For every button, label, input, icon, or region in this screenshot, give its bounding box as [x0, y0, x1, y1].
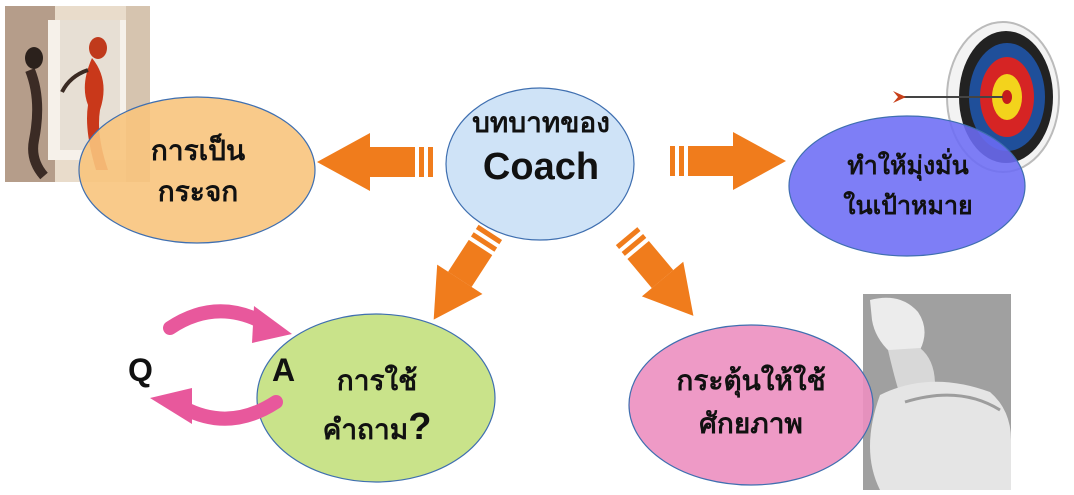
potential-line-2: ศักยภาพ [699, 406, 803, 440]
mirror-line-2: กระจก [157, 174, 239, 208]
potential-bubble [628, 324, 874, 486]
questions-line-2: คำถาม [322, 412, 409, 446]
question-mark: ? [408, 405, 432, 448]
qa-q-letter: Q [128, 352, 153, 388]
potential-line-1: กระตุ้นให้ใช้ [676, 364, 826, 397]
focus-line-2: ในเป้าหมาย [843, 190, 973, 220]
qa-cycle-arrows-icon [150, 304, 292, 426]
focus-bubble [788, 115, 1026, 257]
center-label: บทบาทของ Coach [446, 106, 636, 189]
arrow-to-questions [433, 224, 503, 320]
mirror-line-1: การเป็น [150, 134, 246, 167]
questions-bubble [256, 313, 496, 483]
questions-label: การใช้ คำถาม? [292, 364, 462, 449]
focus-line-1: ทำให้มุ่งมั่น [847, 151, 969, 180]
arrow-to-focus [670, 132, 786, 190]
arrow-to-potential [615, 227, 694, 316]
mirror-bubble [78, 96, 316, 244]
center-line-2: Coach [482, 145, 600, 188]
center-bubble [445, 87, 635, 241]
flexed-arm-icon [863, 294, 1011, 490]
mirror-label: การเป็น กระจก [98, 134, 298, 208]
qa-a-letter: A [272, 352, 296, 388]
questions-line-1: การใช้ [336, 364, 418, 397]
center-line-1: บทบาทของ [472, 106, 610, 139]
focus-label: ทำให้มุ่งมั่น ในเป้าหมาย [790, 152, 1026, 219]
questions-line-2-wrap: คำถาม? [292, 405, 462, 449]
arrow-to-mirror [317, 133, 433, 191]
potential-label: กระตุ้นให้ใช้ ศักยภาพ [636, 364, 866, 440]
